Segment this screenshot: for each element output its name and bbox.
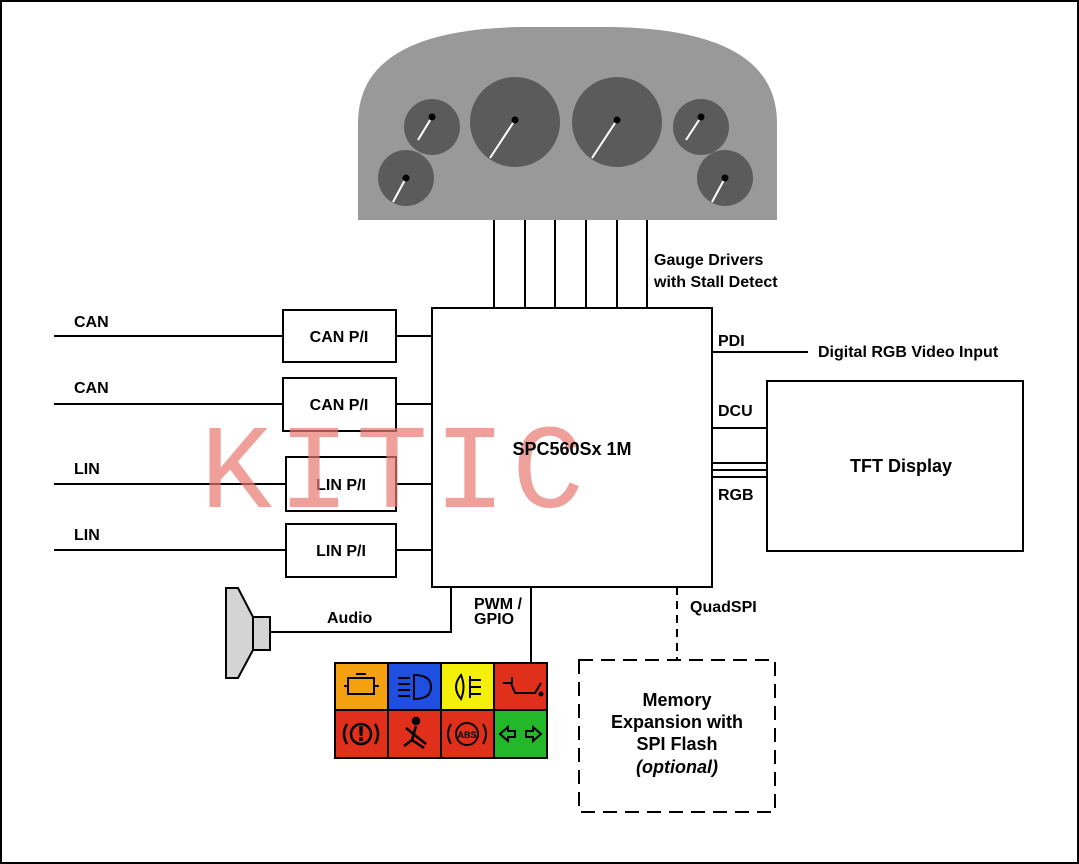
gauge-drivers-label-1: Gauge Drivers [654,252,763,269]
gauge-drivers-label-2: with Stall Detect [653,274,778,291]
lin-pi-box-1 [285,456,397,512]
audio-line [270,587,452,633]
tft-display-label: TFT Display [850,456,952,476]
memory-optional-label: (optional) [636,757,718,777]
gauge-dial-4 [572,77,662,167]
can-label-2: CAN [74,380,109,397]
memory-label-2: Expansion with [611,712,743,732]
gauge-dial-1 [404,99,460,155]
gauge-dial-2 [378,150,434,206]
warning-indicator-panel: ! ABS [334,662,548,759]
gpio-label: GPIO [474,611,514,628]
rgb-label: RGB [718,487,754,504]
watermark-text: KITIC [200,408,590,544]
oil-can-icon [495,664,546,709]
svg-text:ABS: ABS [457,730,476,740]
gauge-dial-6 [697,150,753,206]
abs-icon [442,711,493,757]
fog-light-icon [442,664,493,709]
video-input-label: Digital RGB Video Input [818,344,999,361]
lin-label-1: LIN [74,461,100,478]
memory-label-3: SPI Flash [636,734,717,754]
lin-pi-box-2 [285,523,397,578]
instrument-cluster [358,27,777,220]
mcu-label: SPC560Sx 1M [512,439,631,459]
turn-signal-icon [495,711,546,757]
can-pi-label-2: CAN P/I [310,397,369,414]
audio-label: Audio [327,610,373,627]
lin-pi-label-1: LIN P/I [316,477,366,494]
pdi-label: PDI [718,333,745,350]
quadspi-label: QuadSPI [690,599,757,616]
gauge-dial-3 [470,77,560,167]
lin-pi-label-2: LIN P/I [316,543,366,560]
lin-label-2: LIN [74,527,100,544]
gauge-driver-lines [493,220,648,308]
mcu-block [431,307,713,588]
dcu-label: DCU [718,403,753,420]
speaker-icon [225,587,271,679]
svg-text:!: ! [356,722,365,746]
memory-label-1: Memory [642,690,711,710]
can-label-1: CAN [74,314,109,331]
tft-display-block [766,380,1024,552]
can-pi-label-1: CAN P/I [310,329,369,346]
gauge-dial-5 [673,99,729,155]
can-pi-box-2 [282,377,397,432]
pwm-label: PWM / [474,596,523,613]
can-pi-box-1 [282,309,397,363]
memory-expansion-block [578,659,776,813]
engine-icon [336,664,387,709]
